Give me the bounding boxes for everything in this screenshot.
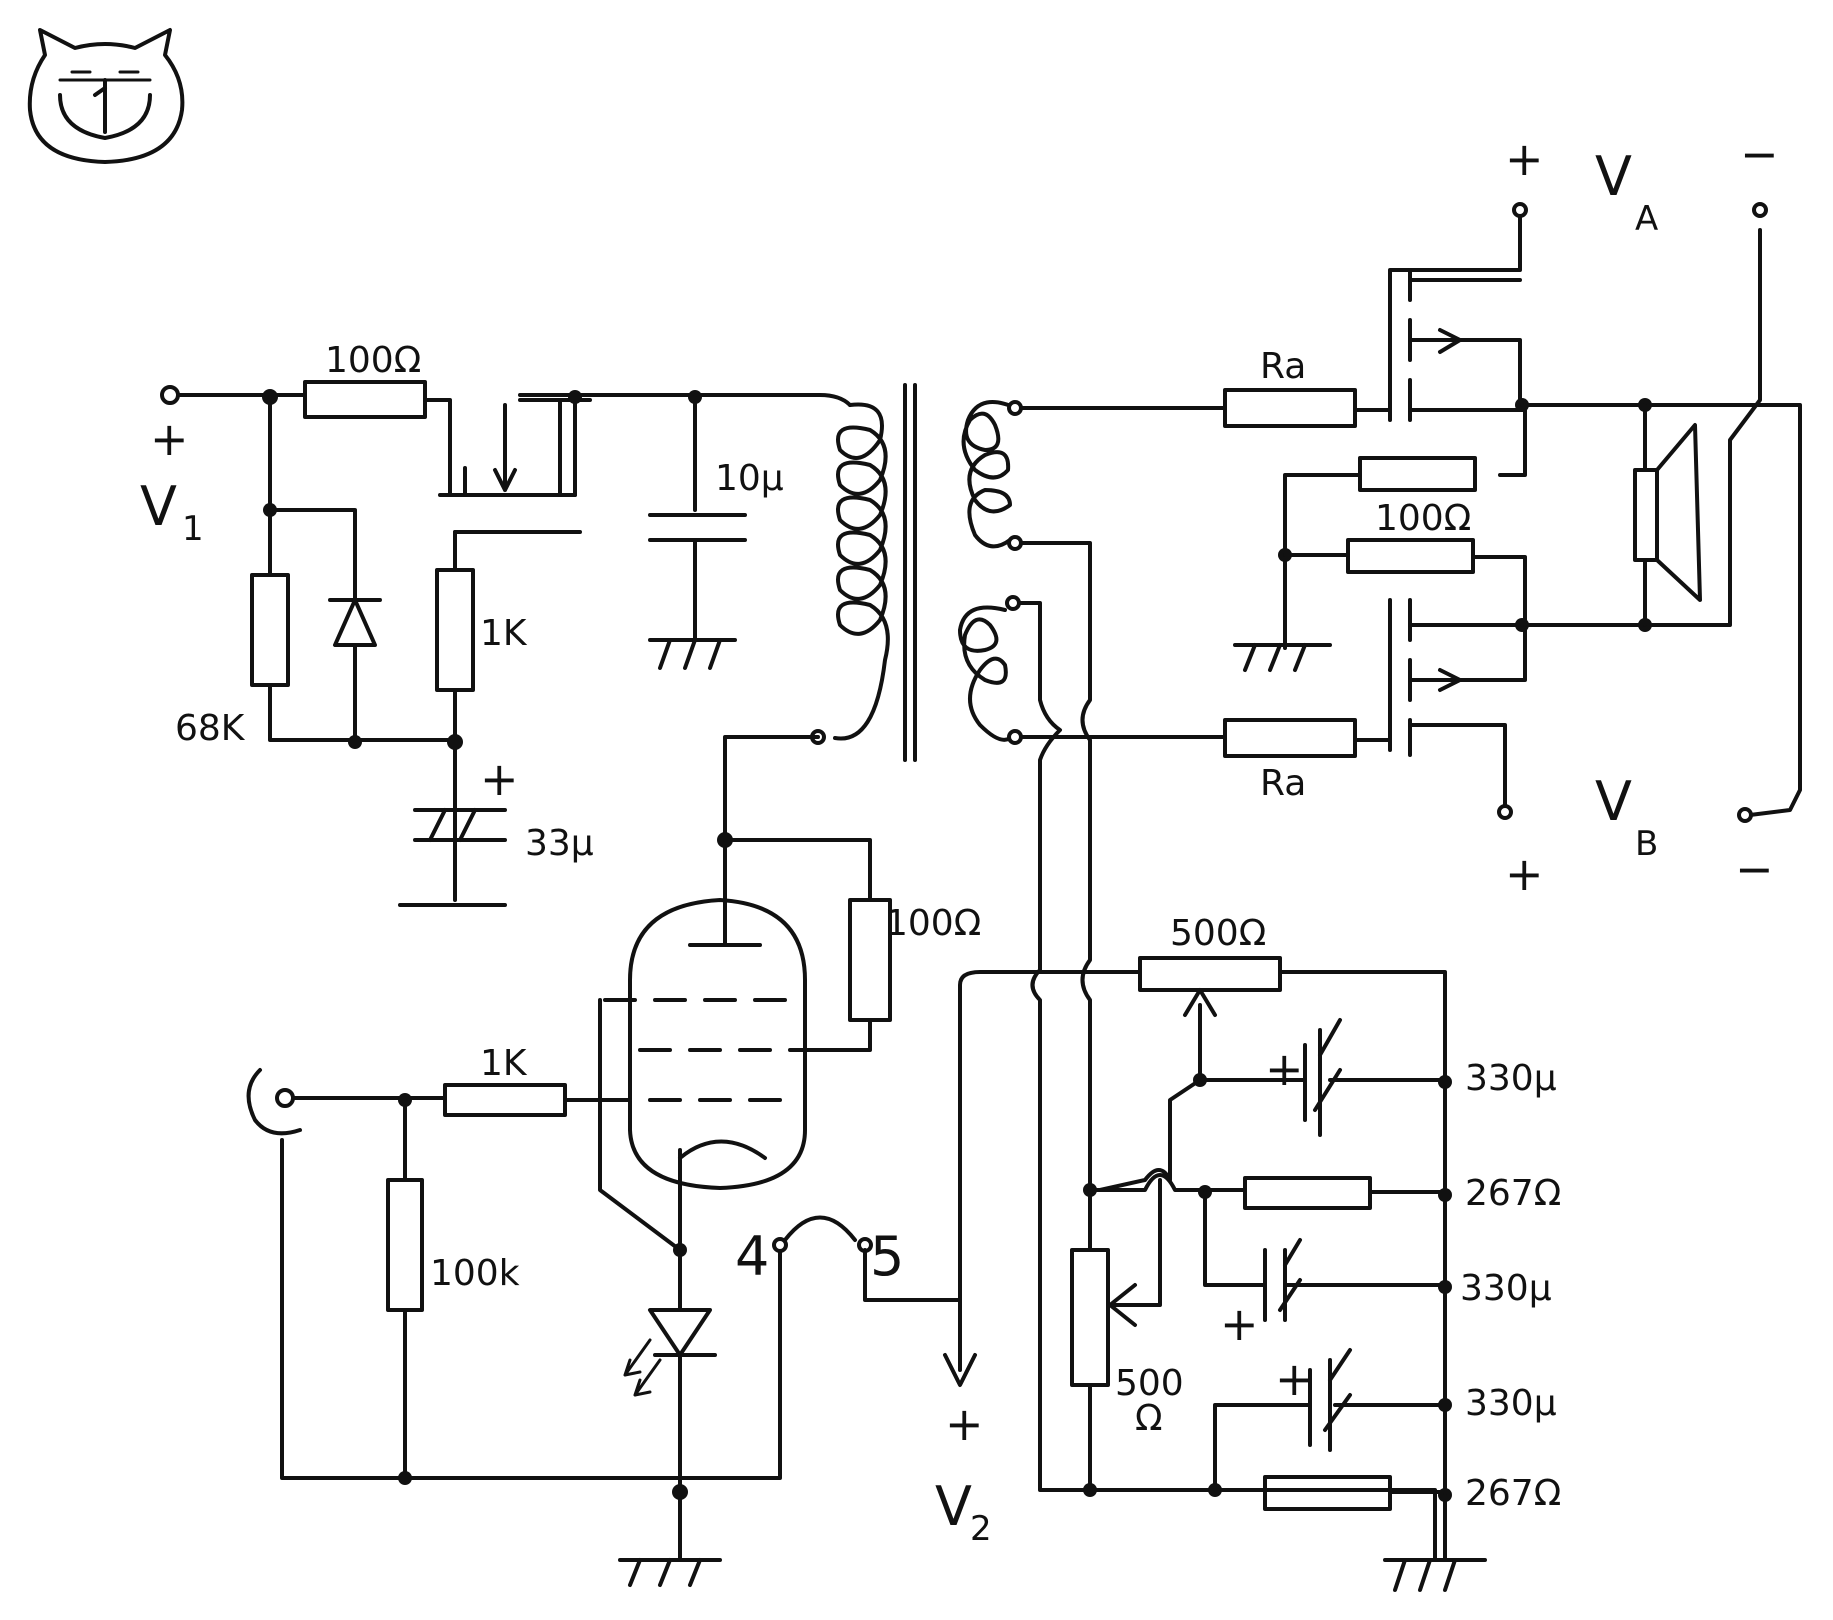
label-500-bottom: 500 <box>1115 1363 1184 1404</box>
ground-icon-bias <box>1383 1493 1487 1592</box>
resistor-100-ohm-mid <box>1346 538 1475 574</box>
capacitor-330u-1 <box>1198 1018 1447 1137</box>
label-ra-top: Ra <box>1260 346 1306 387</box>
capacitor-10u <box>648 395 747 670</box>
vb-plus-terminal[interactable] <box>1497 804 1513 820</box>
va-plus-terminal[interactable] <box>1512 202 1528 218</box>
v1-plus-sign: + <box>150 412 189 466</box>
mosfet-upper <box>1388 268 1527 422</box>
label-267-ohm-1: 267Ω <box>1465 1173 1561 1214</box>
label-330u-3: 330μ <box>1465 1383 1557 1424</box>
cap-330u-3-plus: + <box>1275 1352 1314 1406</box>
label-267-ohm-2: 267Ω <box>1465 1473 1561 1514</box>
cap-33u-plus: + <box>480 752 519 806</box>
pin4-terminal[interactable] <box>772 1237 788 1253</box>
label-100-ohm-top: 100Ω <box>325 340 421 381</box>
resistor-gate-upper <box>1358 456 1477 492</box>
input-jack-icon[interactable] <box>246 1068 302 1136</box>
ground-icon-tube <box>618 1558 722 1587</box>
label-330u-2: 330μ <box>1460 1268 1552 1309</box>
ground-icon-mid <box>1233 643 1332 672</box>
output-transformer <box>810 383 1023 762</box>
capacitor-330u-2 <box>1203 1190 1447 1322</box>
label-10u: 10μ <box>715 458 784 499</box>
resistor-100k <box>386 1178 424 1312</box>
resistor-68k <box>250 573 290 687</box>
v1-label: V <box>140 475 177 538</box>
pot-500-top[interactable] <box>1138 956 1282 992</box>
label-pin4: 4 <box>735 1225 769 1288</box>
vb-subscript: B <box>1635 824 1658 864</box>
resistor-100-ohm-tube <box>848 898 892 1022</box>
vb-plus-sign: + <box>1505 847 1544 901</box>
resistor-ra-bottom <box>1223 718 1357 758</box>
pot-500-bottom[interactable] <box>1070 1248 1110 1387</box>
va-subscript: A <box>1635 199 1658 239</box>
label-33u: 33μ <box>525 823 594 864</box>
label-1k-grid: 1K <box>480 1043 528 1084</box>
v2-label: V <box>935 1475 972 1538</box>
resistor-267-1 <box>1243 1176 1372 1210</box>
v2-subscript: 2 <box>970 1509 992 1549</box>
cap-330u-1-plus: + <box>1265 1042 1304 1096</box>
label-100-ohm-tube: 100Ω <box>885 903 981 944</box>
cap-330u-2-plus: + <box>1220 1297 1259 1351</box>
va-minus-sign: − <box>1740 127 1779 181</box>
label-330u-1: 330μ <box>1465 1058 1557 1099</box>
mosfet-lower <box>1388 573 1527 812</box>
resistor-ra-top <box>1223 388 1357 428</box>
vb-minus-terminal[interactable] <box>1737 807 1753 823</box>
label-500-ohm-top: 500Ω <box>1170 913 1266 954</box>
label-1k-top: 1K <box>480 613 528 654</box>
v1-subscript: 1 <box>182 509 204 549</box>
label-100-ohm-mid: 100Ω <box>1375 498 1471 539</box>
v1-input-section: + <box>160 380 592 907</box>
led-icon <box>623 1248 717 1562</box>
label-pin5: 5 <box>870 1225 904 1288</box>
resistor-1k-grid <box>443 1083 567 1117</box>
capacitor-330u-3 <box>1213 1348 1447 1492</box>
resistor-267-2 <box>1263 1475 1392 1511</box>
va-minus-terminal[interactable] <box>1752 202 1768 218</box>
speaker-icon <box>1633 403 1702 627</box>
zener-diode-icon <box>328 598 382 647</box>
v1-terminal[interactable] <box>160 385 180 405</box>
capacitor-33u <box>398 768 507 907</box>
va-plus-sign: + <box>1505 132 1544 186</box>
vb-label: V <box>1595 770 1632 833</box>
label-ra-bottom: Ra <box>1260 763 1306 804</box>
va-label: V <box>1595 145 1632 208</box>
v2-plus-sign: + <box>945 1397 984 1451</box>
v2-arrow-icon <box>943 1298 977 1387</box>
label-500-bottom-unit: Ω <box>1135 1398 1163 1439</box>
resistor-100-ohm-top <box>303 380 427 419</box>
resistor-1k-top <box>435 568 475 692</box>
label-100k: 100k <box>430 1253 520 1294</box>
cat-logo-icon <box>27 28 185 164</box>
vb-minus-sign: − <box>1735 842 1774 896</box>
vacuum-tube-icon <box>598 898 807 1190</box>
label-68k: 68K <box>175 708 246 749</box>
